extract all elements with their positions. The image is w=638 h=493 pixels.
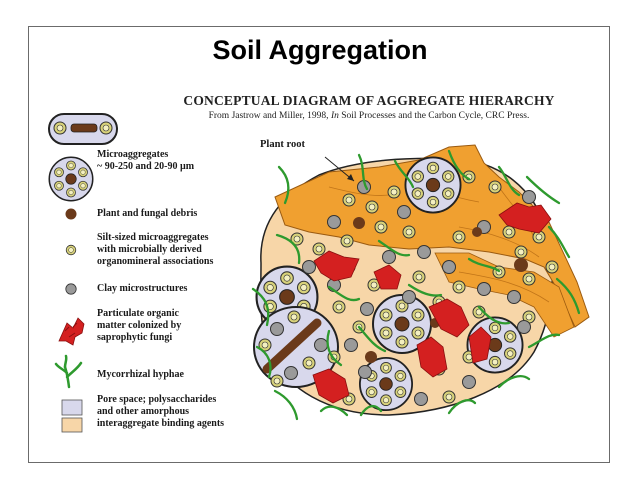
- pore-space-icon: [61, 399, 83, 416]
- plant-debris-icon: [65, 208, 77, 220]
- diagram-title: CONCEPTUAL DIAGRAM OF AGGREGATE HIERARCH…: [183, 93, 555, 108]
- slide-title: Soil Aggregation: [212, 35, 428, 65]
- legend-icons: [48, 113, 118, 433]
- aggregate-diagram: [48, 113, 590, 433]
- mycorrhizal-hyphae: [251, 149, 581, 421]
- silt-microaggregate-icon: [65, 244, 77, 256]
- aggregate-body: [251, 144, 590, 421]
- legend-clay-label: Clay microstructures: [97, 283, 188, 294]
- slide: Soil Aggregation CONCEPTUAL DIAGRAM OF A…: [28, 26, 610, 463]
- particulate-organic-matter-icon: [58, 317, 85, 346]
- microaggregate-icon: [49, 157, 93, 201]
- binding-agent-icon: [61, 417, 83, 433]
- plant-root-label: Plant root: [260, 139, 306, 150]
- microaggregate: [405, 157, 460, 212]
- clay-microstructure-icon: [65, 283, 77, 295]
- legend-debris-label: Plant and fungal debris: [97, 208, 198, 219]
- microaggregate-elongated: [253, 306, 339, 388]
- microaggregate-elongated-icon: [48, 113, 118, 145]
- legend-hyphae-label: Mycorrhizal hyphae: [97, 369, 184, 380]
- legend-microaggregates-label: Microaggregates~ 90-250 and 20-90 µm: [97, 149, 195, 172]
- mycorrhizal-hyphae-icon: [54, 354, 83, 389]
- diagram-citation: From Jastrow and Miller, 1998, In Soil P…: [208, 111, 530, 121]
- plant-debris-particles: [353, 217, 528, 363]
- particulate-organic-matter: [312, 202, 552, 404]
